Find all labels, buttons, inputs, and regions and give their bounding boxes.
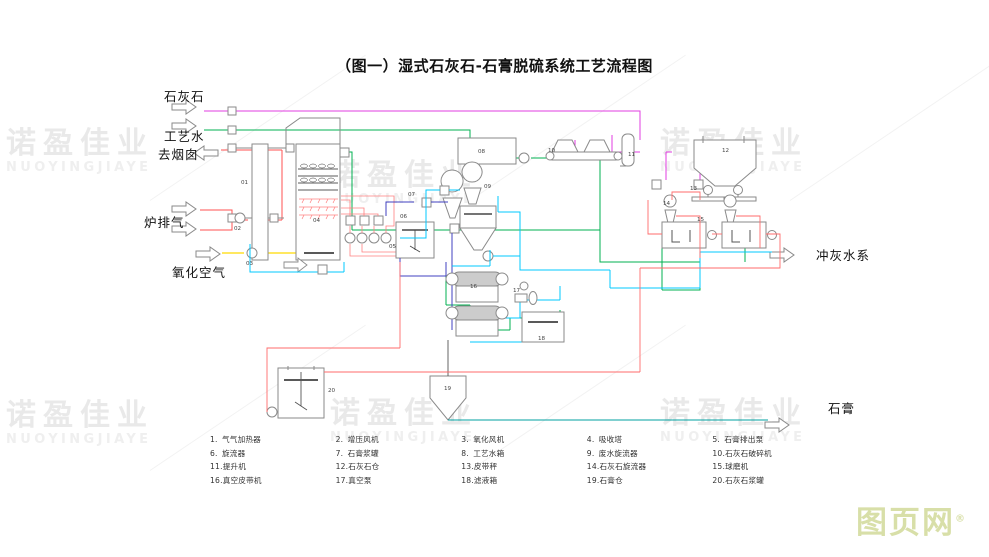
tag-08: 08: [478, 149, 486, 155]
equipment-17-vacuum-pump: [514, 281, 538, 305]
legend-column: 5.石膏排出泵 10.石灰石破碎机 15.球磨机 20.石灰石浆罐: [712, 434, 830, 486]
legend-item: 12.石灰石仓: [335, 462, 380, 472]
equipment-tag-layer: 01 02 03 04 05 06 07 08 09 10 11 12 13 1…: [234, 148, 729, 394]
tag-20: 20: [328, 388, 336, 394]
label-to-stack: 去烟囱: [158, 147, 199, 162]
tag-15: 15: [697, 217, 705, 223]
label-gypsum-outlet: 石膏: [828, 401, 856, 416]
tag-11: 11: [628, 152, 636, 158]
valve-symbol: [317, 147, 704, 275]
page-title: （图一）湿式石灰石-石膏脱硫系统工艺流程图: [336, 57, 653, 75]
equipment-15-wet-ball-mill: [661, 221, 777, 249]
legend-item: 17.真空泵: [335, 475, 372, 485]
tag-03: 03: [246, 261, 254, 267]
equipment-16-vacuum-belt-filter: [445, 271, 509, 337]
filtrate-return-line: [385, 201, 453, 330]
equipment-09-wastewater-hydrocyclone: [459, 161, 497, 262]
site-logo: 图页网®: [856, 508, 967, 539]
legend-item: 15.球磨机: [712, 462, 749, 472]
equipment-01-gas-gas-heater: [251, 143, 269, 261]
tag-04: 04: [313, 218, 321, 224]
label-limestone-inlet: 石灰石: [164, 89, 205, 104]
tag-01: 01: [241, 180, 249, 186]
valve-symbol: [285, 143, 295, 153]
equipment-05-recirculation-pumps: [344, 215, 392, 244]
legend-item: 8.工艺水箱: [461, 448, 505, 458]
legend-item: 16.真空皮带机: [210, 475, 262, 485]
equipment-19-gypsum-silo: [429, 340, 467, 421]
gypsum-slurry-line: [266, 262, 641, 412]
legend-item: 13.皮带秤: [461, 462, 498, 472]
watermark: 诺盈佳业 NUOYINGJIAYE: [6, 126, 154, 175]
slurry-line: [249, 189, 772, 343]
tag-12: 12: [722, 148, 729, 154]
site-logo-text: 图页网: [856, 505, 955, 541]
legend-item: 3.氧化风机: [461, 435, 505, 444]
legend-item: 7.石膏浆罐: [335, 448, 379, 458]
legend-column: 2.增压风机 7.石膏浆罐 12.石灰石仓 17.真空泵: [336, 434, 454, 486]
legend-item: 5.石膏排出泵: [712, 435, 764, 444]
equipment-02-booster-fan: [234, 212, 246, 224]
tag-09: 09: [484, 184, 492, 190]
tag-06: 06: [400, 214, 408, 220]
tag-19: 19: [444, 386, 452, 392]
legend-item: 14.石灰石旋流器: [586, 462, 647, 472]
equipment-08-process-water-tank: [457, 137, 530, 165]
legend-item: 6.旋流器: [210, 448, 246, 458]
legend-item: 9.废水旋流器: [586, 448, 638, 458]
legend-item: 10.石灰石破碎机: [712, 448, 772, 458]
legend-item: 19.石膏仓: [586, 475, 623, 485]
equipment-04-absorber-tower: [283, 143, 341, 273]
legend-item: 2.增压风机: [335, 435, 379, 444]
legend-item: 18.滤液箱: [461, 475, 498, 485]
recirculation-piping: [341, 195, 400, 257]
tag-18: 18: [538, 336, 546, 342]
valve-symbol: [227, 143, 237, 153]
legend-item: 11.提升机: [210, 462, 247, 472]
valve-symbol: [227, 125, 237, 135]
equipment-10-limestone-crusher: [545, 139, 623, 161]
legend-item: 1.气气加热器: [210, 435, 261, 444]
tag-10: 10: [548, 148, 556, 154]
label-furnace-gas-inlet: 炉排气: [144, 215, 185, 230]
legend-column: 3.氧化风机 8.工艺水箱 13.皮带秤 18.滤液箱: [461, 434, 579, 486]
valve-symbol: [227, 106, 237, 116]
valve-symbol: [269, 213, 279, 223]
stream-arrow-glyphs: [171, 99, 795, 433]
legend-item: 20.石灰石浆罐: [712, 475, 765, 485]
mill-slurry-loop: [639, 191, 781, 302]
legend-column: 1.气气加热器 6.旋流器 11.提升机 16.真空皮带机: [210, 434, 328, 486]
tag-16: 16: [470, 284, 478, 290]
watermark: 诺盈佳业 NUOYINGJIAYE: [330, 158, 478, 207]
equipment-14-limestone-hydrocyclone: [663, 194, 737, 224]
label-ash-water-outlet: 冲灰水系: [816, 248, 871, 263]
registered-mark-icon: ®: [955, 513, 967, 525]
equipment-03-oxidation-fan: [246, 247, 258, 259]
tag-07: 07: [408, 192, 416, 198]
valve-symbol: [439, 185, 450, 196]
equipment-20-limestone-slurry-tank: [266, 366, 325, 419]
tag-05: 05: [389, 244, 397, 250]
tag-02: 02: [234, 226, 241, 232]
legend-item: 4.吸收塔: [586, 435, 623, 444]
tag-14: 14: [663, 201, 671, 207]
tag-17: 17: [513, 288, 521, 294]
equipment-06-hydrocyclone-tank: [395, 221, 435, 259]
tag-13: 13: [690, 186, 698, 192]
watermark: 诺盈佳业 NUOYINGJIAYE: [6, 398, 154, 447]
equipment-12-limestone-silo: [693, 136, 757, 187]
label-process-water-inlet: 工艺水: [164, 129, 205, 144]
legend: 1.气气加热器 6.旋流器 11.提升机 16.真空皮带机 2.增压风机 7.石膏浆罐 1…: [210, 434, 830, 486]
equipment-18-filtrate-tank: [521, 311, 565, 343]
label-oxidation-air-inlet: 氧化空气: [172, 265, 227, 280]
equipment-11-bucket-elevator: [620, 133, 635, 167]
legend-column: 4.吸收塔 9.废水旋流器 14.石灰石旋流器 19.石膏仓: [587, 434, 705, 486]
